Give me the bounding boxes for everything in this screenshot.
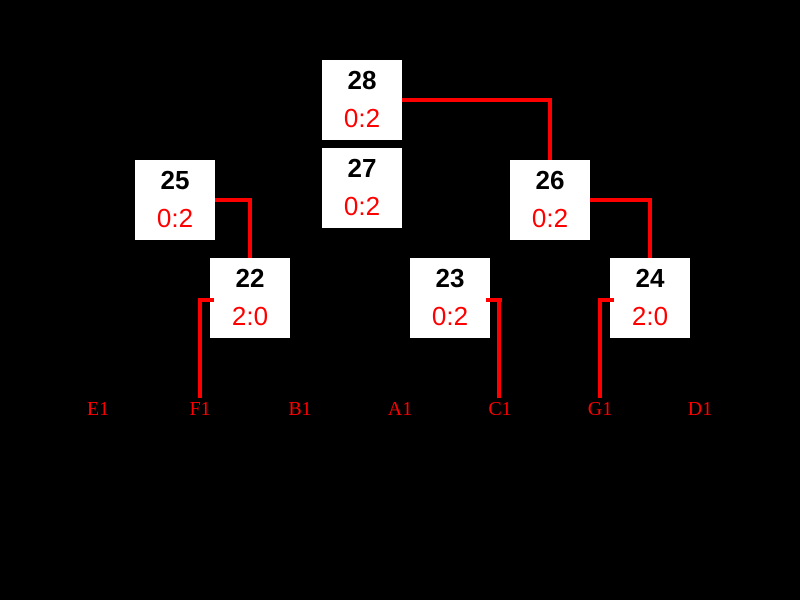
connector-22-f1-horizontal (198, 298, 214, 302)
connector-25-22-vertical (248, 198, 252, 258)
connector-25-22-horizontal (215, 198, 252, 202)
match-score: 0:2 (531, 203, 569, 233)
seed-label-b1: B1 (288, 398, 312, 420)
match-box-26: 26 0:2 (510, 160, 590, 240)
match-box-28: 28 0:2 (322, 60, 402, 140)
match-box-23: 23 0:2 (410, 258, 490, 338)
seed-label-a1: A1 (387, 398, 413, 420)
seed-label-d1: D1 (687, 398, 713, 420)
match-score: 0:2 (156, 203, 194, 233)
match-box-25: 25 0:2 (135, 160, 215, 240)
match-number: 25 (160, 165, 190, 195)
match-box-22: 22 2:0 (210, 258, 290, 338)
connector-22-f1-vertical (198, 298, 202, 398)
match-number: 27 (347, 153, 377, 183)
connector-26-24-horizontal (590, 198, 652, 202)
seed-label-e1: E1 (86, 398, 110, 420)
match-box-27: 27 0:2 (322, 148, 402, 228)
seed-label-c1: C1 (488, 398, 512, 420)
match-number: 26 (535, 165, 565, 195)
match-number: 24 (635, 263, 665, 293)
connector-24-g1-vertical (598, 298, 602, 398)
match-number: 28 (347, 65, 377, 95)
match-score: 0:2 (431, 301, 469, 331)
match-number: 22 (235, 263, 265, 293)
match-score: 0:2 (343, 103, 381, 133)
connector-28-26-vertical (548, 98, 552, 160)
connector-24-g1-horizontal (598, 298, 614, 302)
connector-23-c1-vertical (497, 298, 501, 398)
connector-28-26-horizontal (402, 98, 552, 102)
match-score: 2:0 (231, 301, 269, 331)
seed-label-f1: F1 (189, 398, 211, 420)
match-score: 2:0 (631, 301, 669, 331)
seed-label-g1: G1 (587, 398, 613, 420)
match-number: 23 (435, 263, 465, 293)
connector-26-24-vertical (648, 198, 652, 258)
match-box-24: 24 2:0 (610, 258, 690, 338)
match-score: 0:2 (343, 191, 381, 221)
connector-23-c1-horizontal (486, 298, 502, 302)
